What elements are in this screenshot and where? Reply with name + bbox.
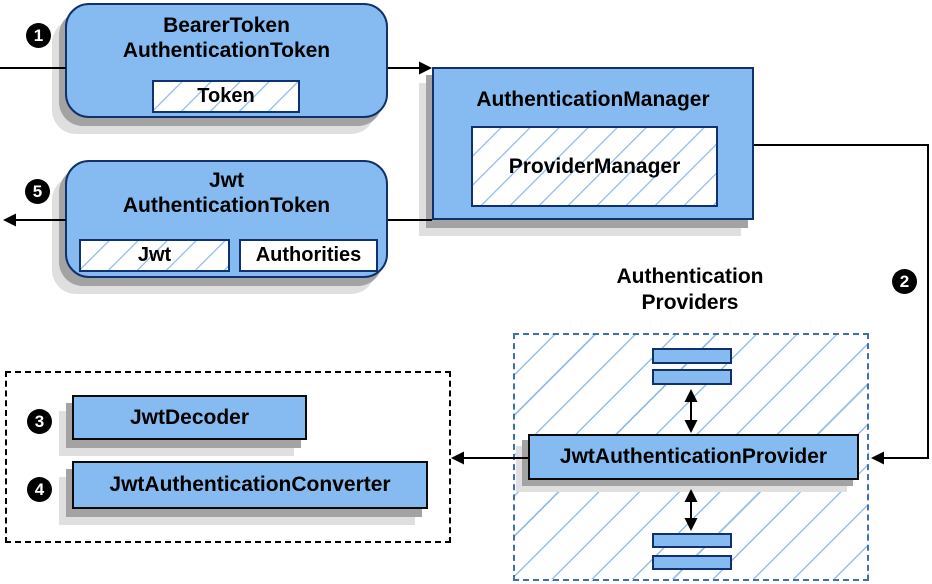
authentication-providers-label-line1: Authentication: [616, 265, 764, 288]
provider-stub-bar-bottom-2: [652, 555, 732, 570]
step-4-badge: 4: [27, 477, 52, 502]
step-3-badge: 3: [27, 409, 52, 434]
provider-manager-field: ProviderManager: [471, 126, 718, 207]
jwt-authentication-token-node: Jwt AuthenticationToken Jwt Authorities: [65, 160, 388, 278]
bearer-token-authentication-token-node: BearerToken AuthenticationToken Token: [65, 3, 388, 118]
authorities-field: Authorities: [239, 239, 378, 272]
outgoing-jwt-token-arrow: [3, 213, 66, 227]
step-1-badge: 1: [26, 23, 51, 48]
jwt-authentication-provider-label: JwtAuthenticationProvider: [559, 445, 828, 468]
authentication-providers-label: Authentication Providers: [565, 264, 815, 316]
jwt-field-label: Jwt: [137, 244, 172, 266]
jwt-authentication-token-title-line2: AuthenticationToken: [122, 194, 331, 217]
jwt-authentication-provider-node: JwtAuthenticationProvider: [528, 434, 859, 480]
jwt-field: Jwt: [79, 239, 230, 272]
step-5-badge: 5: [25, 179, 50, 204]
token-field-label: Token: [197, 85, 255, 107]
authentication-manager-title: AuthenticationManager: [476, 88, 710, 111]
provider-stub-bar-top-1: [652, 348, 732, 364]
bearer-token-title-line2: AuthenticationToken: [122, 39, 331, 62]
jwt-decoder-node: JwtDecoder: [72, 395, 307, 440]
step-2-badge: 2: [892, 269, 917, 294]
provider-manager-field-label: ProviderManager: [508, 154, 681, 178]
provider-stub-bar-bottom-1: [652, 533, 732, 548]
bearer-token-to-manager-arrow: [388, 61, 432, 75]
decoder-converter-container: [5, 371, 451, 543]
token-field: Token: [152, 80, 300, 113]
bearer-token-title-line1: BearerToken: [163, 14, 290, 37]
authentication-manager-node: AuthenticationManager ProviderManager: [432, 67, 754, 220]
provider-stub-bar-top-2: [652, 369, 732, 385]
jwt-decoder-label: JwtDecoder: [129, 405, 250, 429]
bearer-token-node-title: BearerToken AuthenticationToken: [67, 5, 386, 63]
jwt-authentication-converter-label: JwtAuthenticationConverter: [109, 473, 391, 496]
jwt-authentication-token-title: Jwt AuthenticationToken: [67, 162, 386, 218]
authorities-field-label: Authorities: [255, 244, 362, 266]
jwt-authentication-converter-node: JwtAuthenticationConverter: [72, 461, 428, 509]
authentication-providers-label-line2: Providers: [641, 291, 739, 314]
jwt-authentication-token-title-line1: Jwt: [208, 169, 244, 192]
